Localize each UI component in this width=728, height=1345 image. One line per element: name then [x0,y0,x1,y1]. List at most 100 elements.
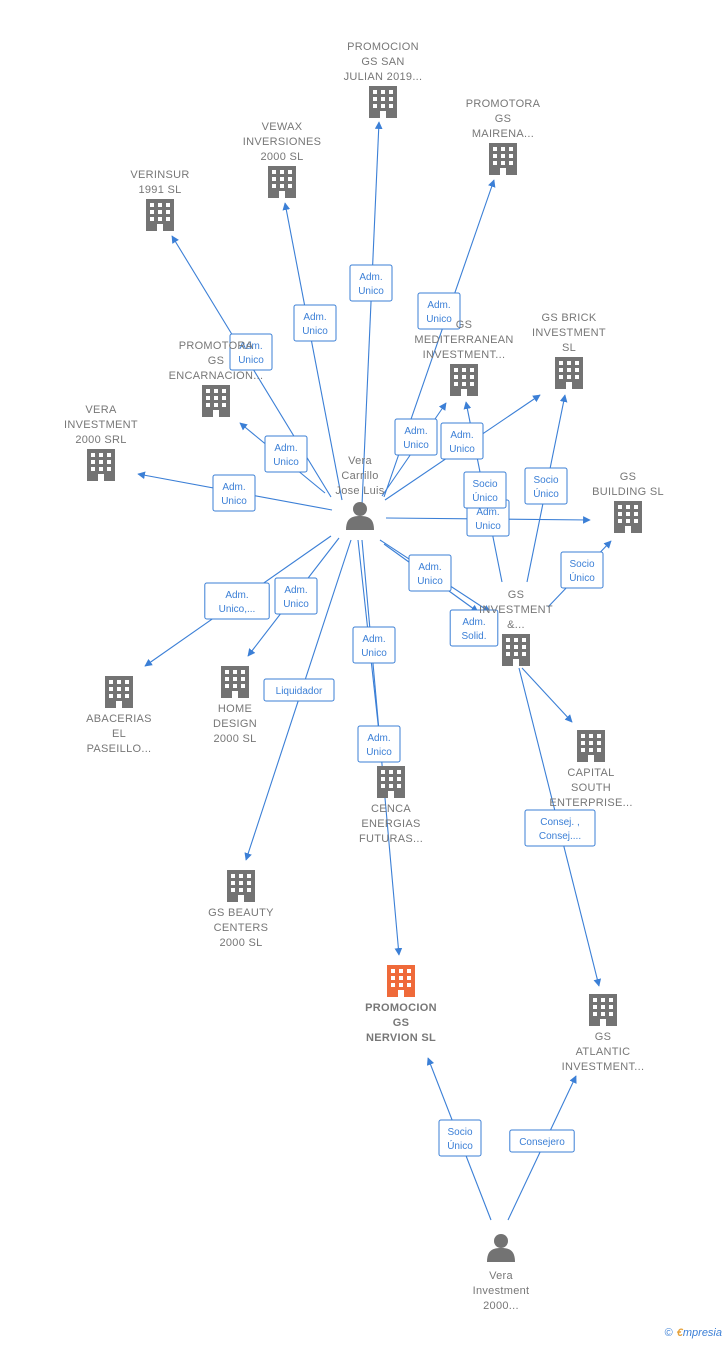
edge-label[interactable]: Adm.Unico [212,474,256,512]
edge-label[interactable]: Adm.Unico [417,292,461,330]
node-label-line: 1991 SL [138,184,181,196]
edge-label-box [357,725,401,763]
edge-label-box [349,264,393,302]
company-node-gs_mediterranean[interactable]: GSMEDITERRANEANINVESTMENT... [414,319,513,396]
edge-label[interactable]: Adm.Unico [264,435,308,473]
edge-label-box [438,1119,482,1157]
edge-label-box [408,554,452,592]
node-label-line: NERVION SL [366,1032,436,1044]
company-node-promotora_mairena[interactable]: PROMOTORA GS MAIRENA... [466,98,541,175]
edge-label-box [293,304,337,342]
person-icon [346,502,374,530]
edge-label-text: Adm. [462,617,485,628]
building-icon [202,385,230,417]
edge-label[interactable]: Adm.Unico [229,333,273,371]
edge-label-text: Adm. [359,272,382,283]
node-label-line: 2000 SL [213,733,256,745]
edge-label-text: Unico [361,648,387,659]
edge-label[interactable]: Liquidador [263,678,335,702]
edge-label-text: Unico [426,314,452,325]
edge-label-text: Socio [533,475,558,486]
edge-label[interactable]: Adm.Solid. [449,609,499,647]
company-node-promo_nervion[interactable]: PROMOCION GS NERVION SL [365,965,437,1044]
building-icon [369,86,397,118]
edge-label-box [417,292,461,330]
node-label-line: PASEILLO... [87,743,152,755]
edge-label-text: Unico [238,355,264,366]
edge-label[interactable]: Consejero [509,1129,575,1153]
edge-label[interactable]: Adm. Unico [466,499,510,537]
company-node-capital_south[interactable]: CAPITALSOUTHENTERPRISE... [549,730,632,809]
person-node-vera_inv_person[interactable]: VeraInvestment2000... [473,1234,530,1312]
node-label-line: GS [495,113,512,125]
node-label-line: ATLANTIC [576,1046,631,1058]
edge-label[interactable]: Adm.Unico [357,725,401,763]
node-label-line: GS [595,1031,612,1043]
edge-label[interactable]: Adm.Unico [408,554,452,592]
company-node-abacerias[interactable]: ABACERIASELPASEILLO... [86,676,152,755]
edge-vera_jose-to-promo_san_julian [361,121,383,506]
node-label-line: ENERGIAS [361,818,420,830]
company-node-cenca[interactable]: CENCAENERGIASFUTURAS... [359,766,423,845]
node-label-line: PROMOTORA [466,98,541,110]
edge-label-text: Único [447,1139,473,1152]
edge-label[interactable]: Adm.Unico [274,577,318,615]
node-label-line: GS [456,319,473,331]
node-label-line: VERA [85,404,117,416]
edge-label-box [204,582,270,620]
node-label-line: GS [393,1017,410,1029]
edge-label[interactable]: Adm.Unico [440,422,484,460]
company-node-promo_encarnacion[interactable]: PROMOTORAGSENCARNACION... [169,340,264,417]
company-node-gs_investment[interactable]: GSINVESTMENT&... [479,589,553,666]
edge-label-box [274,577,318,615]
edge-label-text: Consejero [519,1137,565,1148]
edge-label-text: Socio [472,479,497,490]
building-icon [105,676,133,708]
building-icon [377,766,405,798]
node-label-line: PROMOCION [365,1002,437,1014]
edge-gs_investment-to-capital_south [521,667,573,723]
edge-label-text: Unico [475,521,501,532]
building-icon [555,357,583,389]
company-node-gs_atlantic[interactable]: GSATLANTICINVESTMENT... [562,994,645,1073]
node-label-line: CENTERS [214,922,269,934]
node-label-line: INVESTMENT... [423,349,506,361]
edge-label[interactable]: Consej. ,Consej.... [524,809,596,847]
node-label-line: DESIGN [213,718,257,730]
copyright-symbol: © [664,1327,673,1339]
brand-logo: €mpresia [677,1327,722,1339]
edge-label-text: Unico [449,444,475,455]
edge-label[interactable]: Adm.Unico [394,418,438,456]
node-label-line: 2000 SL [219,937,262,949]
edge-label[interactable]: Adm.Unico [349,264,393,302]
edge-label-text: Adm. [362,634,385,645]
node-label-line: FUTURAS... [359,833,423,845]
node-label-line: MAIRENA... [472,128,534,140]
node-label-line: INVESTMENT [64,419,138,431]
edge-label-text: Único [569,571,595,584]
node-label-line: GS SAN [361,56,404,68]
edge-label[interactable]: Adm.Unico,... [204,582,270,620]
edge-label-box [352,626,396,664]
edge-label[interactable]: Adm. Unico [352,626,396,664]
edge-label-box [560,551,604,589]
node-label-line: Investment [473,1285,530,1297]
node-label-line: PROMOCION [347,41,419,53]
edge-label-text: Adm. [476,507,499,518]
node-label-line: Vera [348,455,372,467]
edge-label[interactable]: Adm.Unico [293,304,337,342]
